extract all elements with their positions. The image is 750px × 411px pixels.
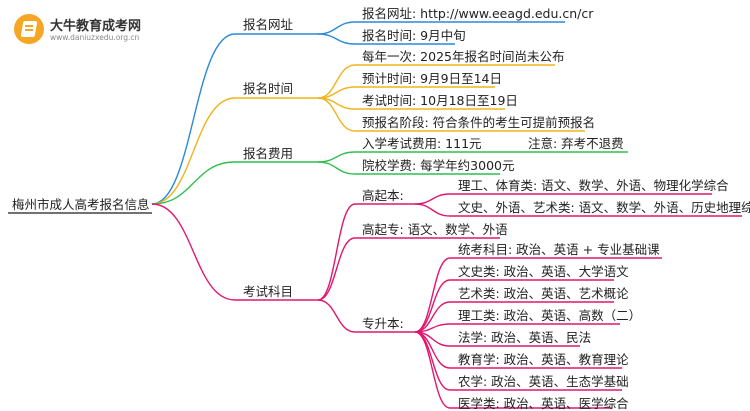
- fee-note: 注意: 弃考不退费: [528, 136, 624, 151]
- link-12: [317, 151, 356, 163]
- zsb-label: 专升本:: [362, 316, 404, 331]
- link-26: [414, 257, 451, 333]
- time-item-1: 每年一次: 2025年报名时间尚未公布: [362, 49, 565, 64]
- zsb-item-3: 艺术类: 政治、英语、艺术概论: [458, 286, 629, 301]
- zsb-item-2: 文史类: 政治、英语、大学语文: [458, 264, 629, 279]
- fee-item-1: 入学考试费用: 111元: [362, 136, 482, 151]
- zsb-item-8: 医学类: 政治、英语、医学综合: [458, 396, 629, 411]
- fee-item-2: 院校学费: 每学年约3000元: [362, 158, 515, 173]
- link-14: [317, 161, 356, 175]
- link-40: [414, 331, 451, 409]
- time-item-2: 预计时间: 9月9日至14日: [362, 71, 502, 86]
- branch-fee: 报名费用: [243, 146, 294, 161]
- logo-name: 大牛教育成考网: [50, 19, 142, 34]
- branch-time: 报名时间: [243, 81, 294, 96]
- link-22: [317, 237, 356, 301]
- link-root-time: [151, 97, 236, 205]
- gqb-item-2: 文史、外语、艺术类: 语文、数学、外语、历史地理综合: [458, 200, 750, 215]
- zsb-item-6: 教育学: 政治、英语、教育理论: [458, 352, 629, 367]
- logo-url: www.daniuzxedu.org.cn: [50, 33, 140, 42]
- logo: 大牛教育成考网 www.daniuzxedu.org.cn: [14, 12, 164, 48]
- root-node: 梅州市成人高考报名信息: [12, 197, 150, 212]
- time-item-3: 考试时间: 10月18日至19日: [362, 93, 518, 108]
- zsb-item-5: 法学: 政治、英语、民法: [458, 330, 592, 345]
- branch-url: 报名网址: [243, 17, 294, 32]
- gqb-label: 高起本:: [362, 188, 404, 203]
- logo-book-icon: [14, 14, 44, 44]
- link-24: [317, 299, 356, 333]
- gqz-item: 高起专: 语文、数学、外语: [362, 222, 508, 237]
- zsb-item-4: 理工类: 政治、英语、高数（二）: [458, 308, 642, 323]
- gqb-item-1: 理工、体育类: 语文、数学、外语、物理化学综合: [458, 178, 729, 193]
- link-0: [317, 21, 356, 35]
- link-root-url: [151, 33, 236, 205]
- link-root-fee: [151, 161, 236, 205]
- link-38: [414, 331, 451, 391]
- link-20: [414, 203, 451, 217]
- link-16: [317, 203, 356, 301]
- branch-subjects: 考试科目: [243, 284, 294, 299]
- link-10: [317, 97, 356, 132]
- url-item-2: 报名时间: 9月中旬: [362, 28, 466, 43]
- zsb-item-7: 农学: 政治、英语、生态学基础: [458, 374, 629, 389]
- zsb-item-1: 统考科目: 政治、英语 + 专业基础课: [458, 242, 660, 257]
- link-18: [414, 193, 451, 205]
- url-item-1: 报名网址: http://www.eeagd.edu.cn/cr: [362, 6, 594, 21]
- time-item-4: 预报名阶段: 符合条件的考生可提前预报名: [362, 115, 596, 130]
- link-root-subjects: [151, 203, 236, 301]
- link-2: [317, 33, 356, 45]
